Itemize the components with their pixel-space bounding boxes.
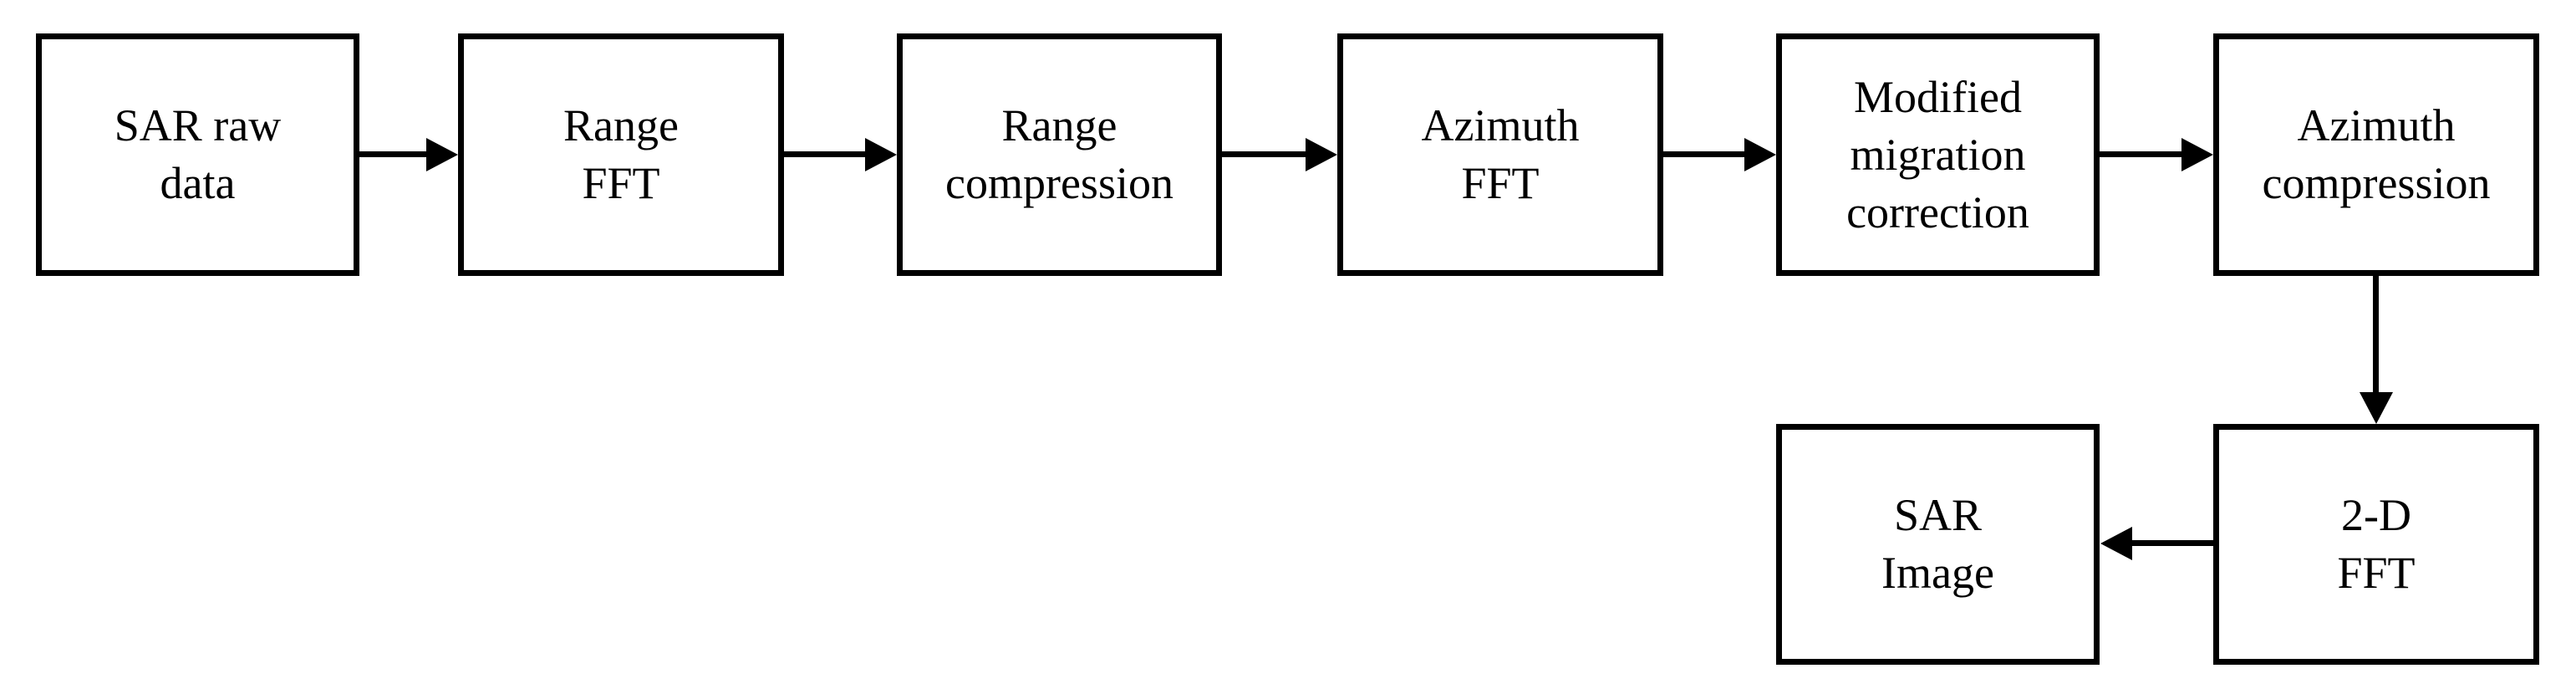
arrow-azimuth-fft-to-modified-migration-correction xyxy=(1663,138,1776,171)
arrowhead-down-icon xyxy=(2360,392,2393,424)
arrow-2d-fft-to-sar-image xyxy=(2100,527,2213,560)
node-label-line: FFT xyxy=(2337,548,2416,598)
node-sar-raw-data: SAR raw data xyxy=(36,33,359,276)
arrowhead-right-icon xyxy=(1306,138,1337,171)
arrow-shaft xyxy=(359,151,430,157)
arrow-shaft xyxy=(1663,151,1748,157)
arrow-shaft xyxy=(2373,276,2379,395)
node-label-line: Modified xyxy=(1854,71,2022,122)
node-label-line: compression xyxy=(945,158,1173,208)
arrowhead-right-icon xyxy=(1744,138,1776,171)
node-label-line: FFT xyxy=(582,158,660,208)
node-range-fft: Range FFT xyxy=(458,33,784,276)
arrow-azimuth-compression-to-2d-fft xyxy=(2360,276,2393,424)
node-label-line: Range xyxy=(563,100,679,151)
node-label-line: SAR xyxy=(1893,490,1983,540)
arrow-range-fft-to-range-compression xyxy=(784,138,897,171)
arrow-shaft xyxy=(2100,151,2185,157)
arrow-range-compression-to-azimuth-fft xyxy=(1222,138,1337,171)
node-label-line: Azimuth xyxy=(1421,100,1580,151)
arrowhead-right-icon xyxy=(2181,138,2213,171)
node-label-line: Azimuth xyxy=(2297,100,2456,151)
node-label-line: 2-D xyxy=(2341,490,2411,540)
node-range-compression: Range compression xyxy=(897,33,1222,276)
node-2d-fft: 2-D FFT xyxy=(2213,424,2539,665)
node-label-line: Range xyxy=(1001,100,1117,151)
node-label-line: migration xyxy=(1850,129,2026,180)
arrow-shaft xyxy=(1222,151,1309,157)
node-sar-image: SAR Image xyxy=(1776,424,2100,665)
node-label-line: compression xyxy=(2262,158,2491,208)
node-label-line: SAR raw xyxy=(114,100,282,151)
arrow-modified-migration-correction-to-azimuth-compression xyxy=(2100,138,2213,171)
node-label-line: correction xyxy=(1846,186,2029,237)
node-azimuth-compression: Azimuth compression xyxy=(2213,33,2539,276)
arrow-shaft xyxy=(2129,540,2213,546)
arrowhead-right-icon xyxy=(865,138,897,171)
node-modified-migration-correction: Modified migration correction xyxy=(1776,33,2100,276)
arrowhead-right-icon xyxy=(426,138,458,171)
node-label-line: FFT xyxy=(1461,158,1540,208)
node-label-line: data xyxy=(160,158,236,208)
arrow-sar-raw-data-to-range-fft xyxy=(359,138,458,171)
arrowhead-left-icon xyxy=(2100,527,2132,560)
arrow-shaft xyxy=(784,151,868,157)
node-azimuth-fft: Azimuth FFT xyxy=(1337,33,1663,276)
node-label-line: Image xyxy=(1881,548,1994,598)
